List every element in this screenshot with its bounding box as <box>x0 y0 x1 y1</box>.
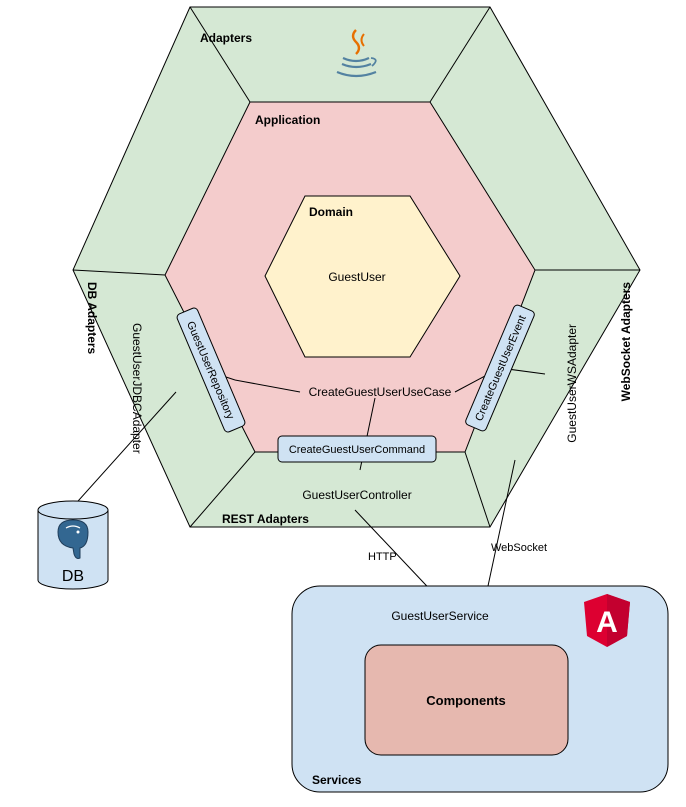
websocket-adapters-label: WebSocket Adapters <box>619 282 633 402</box>
command-port: CreateGuestUserCommand <box>277 435 437 463</box>
rest-adapters-label: REST Adapters <box>222 512 309 526</box>
postgresql-elephant-icon <box>57 519 89 559</box>
database-cylinder: DB <box>37 500 109 590</box>
database-label: DB <box>62 568 84 585</box>
angular-logo-letter: A <box>596 606 618 639</box>
application-label: Application <box>255 113 320 127</box>
websocket-label: WebSocket <box>491 542 547 554</box>
region-separators <box>72 6 640 528</box>
jdbc-adapter-label: GuestUserJDBCAdapter <box>130 323 144 454</box>
guest-user-service-label: GuestUserService <box>391 609 489 623</box>
db-adapters-label: DB Adapters <box>85 282 99 355</box>
controller-label: GuestUserController <box>302 488 411 502</box>
components-label: Components <box>426 693 505 708</box>
components-box <box>364 644 569 756</box>
services-label: Services <box>312 773 362 787</box>
java-cup-icon <box>336 29 377 78</box>
ws-adapter-label: GuestUserWSAdapter <box>565 324 579 443</box>
domain-hexagon <box>264 195 461 358</box>
use-case-label: CreateGuestUserUseCase <box>309 385 452 399</box>
command-port-label: CreateGuestUserCommand <box>289 444 425 456</box>
guest-user-entity: GuestUser <box>328 270 385 284</box>
domain-label: Domain <box>309 205 353 219</box>
services-container: Services GuestUserService A Components <box>291 585 669 793</box>
http-label: HTTP <box>368 551 397 563</box>
angular-logo-icon: A <box>584 594 630 647</box>
adapters-label: Adapters <box>200 31 252 45</box>
